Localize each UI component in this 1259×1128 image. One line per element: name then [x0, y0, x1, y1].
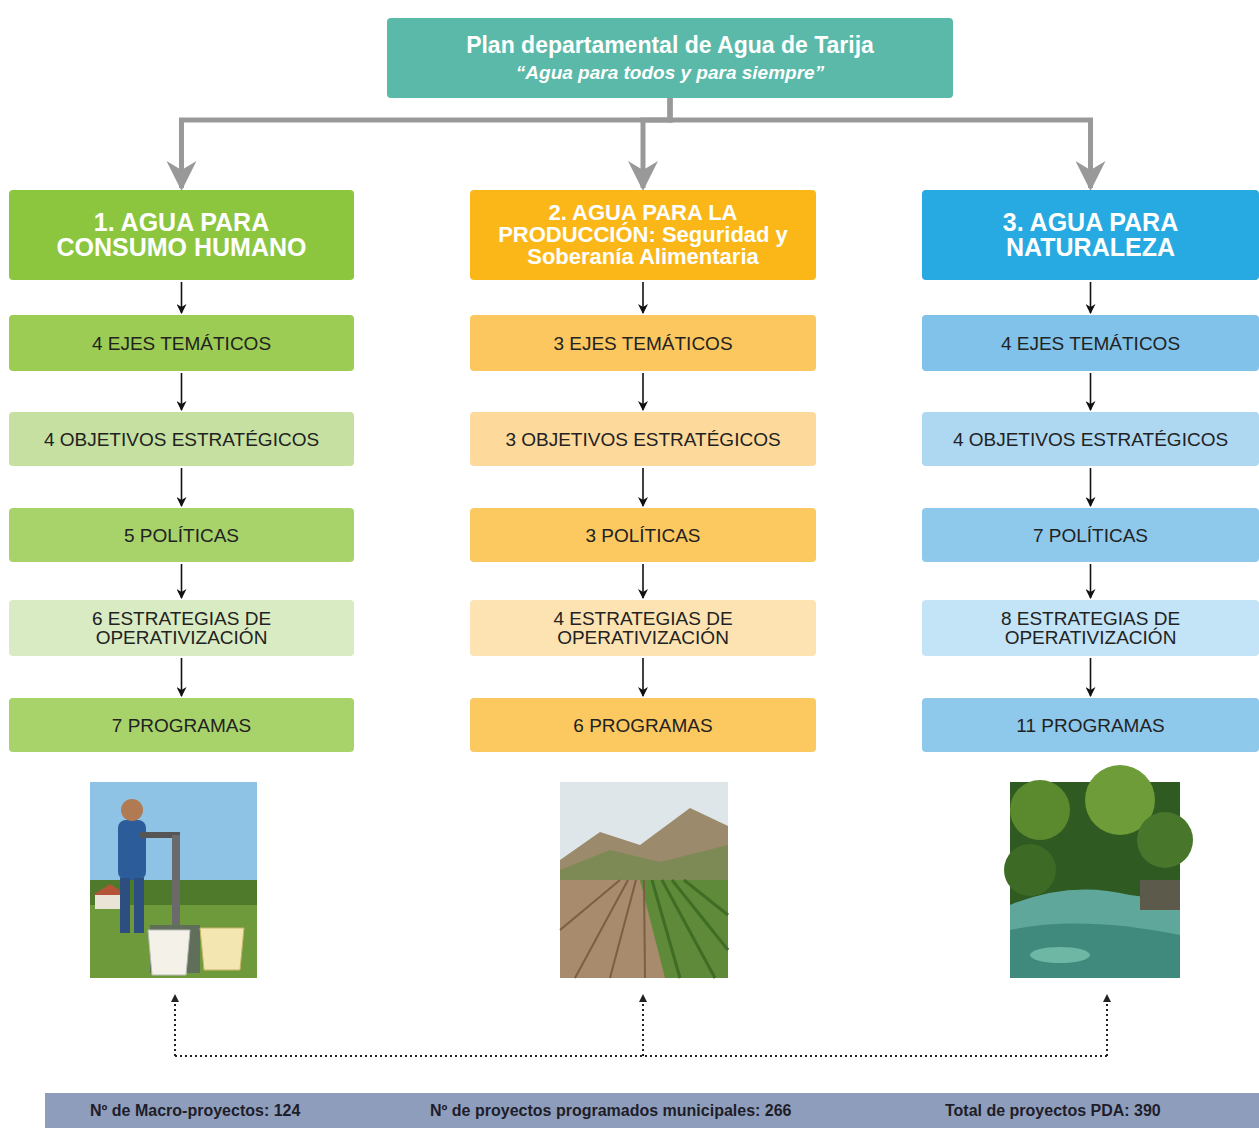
title-box: Plan departamental de Agua de Tarija “Agu…: [387, 18, 953, 98]
box-label: Plan departamental de Agua de Tarija: [466, 34, 874, 57]
box-label: 3 OBJETIVOS ESTRATÉGICOS: [505, 430, 780, 449]
flow-arrow: [1090, 658, 1092, 696]
box-label: 3 EJES TEMÁTICOS: [553, 334, 732, 353]
box-label: 4 EJES TEMÁTICOS: [1001, 334, 1180, 353]
flow-arrow: [181, 282, 183, 313]
flow-arrow: [1090, 282, 1092, 313]
flow-arrow: [181, 373, 183, 410]
box-label: 11 PROGRAMAS: [1016, 716, 1165, 735]
pillar-box: 1. AGUA PARA CONSUMO HUMANO: [9, 190, 354, 280]
box-label: 5 POLÍTICAS: [124, 526, 239, 545]
flow-arrow: [642, 282, 644, 313]
box-label: 4 OBJETIVOS ESTRATÉGICOS: [44, 430, 319, 449]
level-box: 11 PROGRAMAS: [922, 698, 1259, 752]
flow-arrow: [642, 564, 644, 598]
flow-arrow: [181, 468, 183, 506]
subtitle: “Agua para todos y para siempre”: [516, 63, 824, 82]
level-box: 3 EJES TEMÁTICOS: [470, 315, 816, 371]
total-label: Nº de proyectos programados municipales:…: [430, 1103, 792, 1119]
flow-arrow: [181, 564, 183, 598]
branch-arrow: [643, 98, 670, 188]
box-label: 7 PROGRAMAS: [112, 716, 251, 735]
photo-field: [560, 782, 728, 978]
box-label: 3 POLÍTICAS: [585, 526, 700, 545]
photo-stream: [1004, 765, 1193, 978]
box-label: 8 ESTRATEGIAS DE OPERATIVIZACIÓN: [932, 609, 1249, 647]
flow-arrow: [1090, 468, 1092, 506]
box-label: 1. AGUA PARA CONSUMO HUMANO: [39, 210, 324, 260]
box-label: 6 ESTRATEGIAS DE OPERATIVIZACIÓN: [19, 609, 344, 647]
box-label: 6 PROGRAMAS: [573, 716, 712, 735]
level-box: 4 ESTRATEGIAS DE OPERATIVIZACIÓN: [470, 600, 816, 656]
level-box: 3 POLÍTICAS: [470, 508, 816, 562]
total-label: Total de proyectos PDA: 390: [945, 1103, 1161, 1119]
level-box: 7 POLÍTICAS: [922, 508, 1259, 562]
photo-pump: [90, 782, 257, 978]
flow-arrow: [181, 658, 183, 696]
box-label: 4 EJES TEMÁTICOS: [92, 334, 271, 353]
box-label: 4 OBJETIVOS ESTRATÉGICOS: [953, 430, 1228, 449]
flow-arrow: [642, 373, 644, 410]
level-box: 4 OBJETIVOS ESTRATÉGICOS: [922, 412, 1259, 466]
flow-arrow: [1090, 373, 1092, 410]
flow-arrow: [1090, 564, 1092, 598]
pillar-box: 2. AGUA PARA LA PRODUCCIÓN: Seguridad y …: [470, 190, 816, 280]
level-box: 6 PROGRAMAS: [470, 698, 816, 752]
box-label: 7 POLÍTICAS: [1033, 526, 1148, 545]
total-label: Nº de Macro-proyectos: 124: [90, 1103, 300, 1119]
leader-lines: [175, 998, 1107, 1056]
branch-arrow: [182, 98, 671, 188]
level-box: 8 ESTRATEGIAS DE OPERATIVIZACIÓN: [922, 600, 1259, 656]
level-box: 4 EJES TEMÁTICOS: [9, 315, 354, 371]
level-box: 4 OBJETIVOS ESTRATÉGICOS: [9, 412, 354, 466]
pillar-box: 3. AGUA PARA NATURALEZA: [922, 190, 1259, 280]
totals-band: Nº de Macro-proyectos: 124 Nº de proyecto…: [45, 1093, 1259, 1128]
box-label: 4 ESTRATEGIAS DE OPERATIVIZACIÓN: [480, 609, 806, 647]
level-box: 5 POLÍTICAS: [9, 508, 354, 562]
box-label: 3. AGUA PARA NATURALEZA: [952, 210, 1229, 260]
flow-arrow: [642, 658, 644, 696]
level-box: 7 PROGRAMAS: [9, 698, 354, 752]
box-label: 2. AGUA PARA LA PRODUCCIÓN: Seguridad y …: [478, 202, 808, 268]
level-box: 6 ESTRATEGIAS DE OPERATIVIZACIÓN: [9, 600, 354, 656]
flow-arrow: [642, 468, 644, 506]
level-box: 3 OBJETIVOS ESTRATÉGICOS: [470, 412, 816, 466]
branch-arrow: [670, 98, 1091, 188]
level-box: 4 EJES TEMÁTICOS: [922, 315, 1259, 371]
